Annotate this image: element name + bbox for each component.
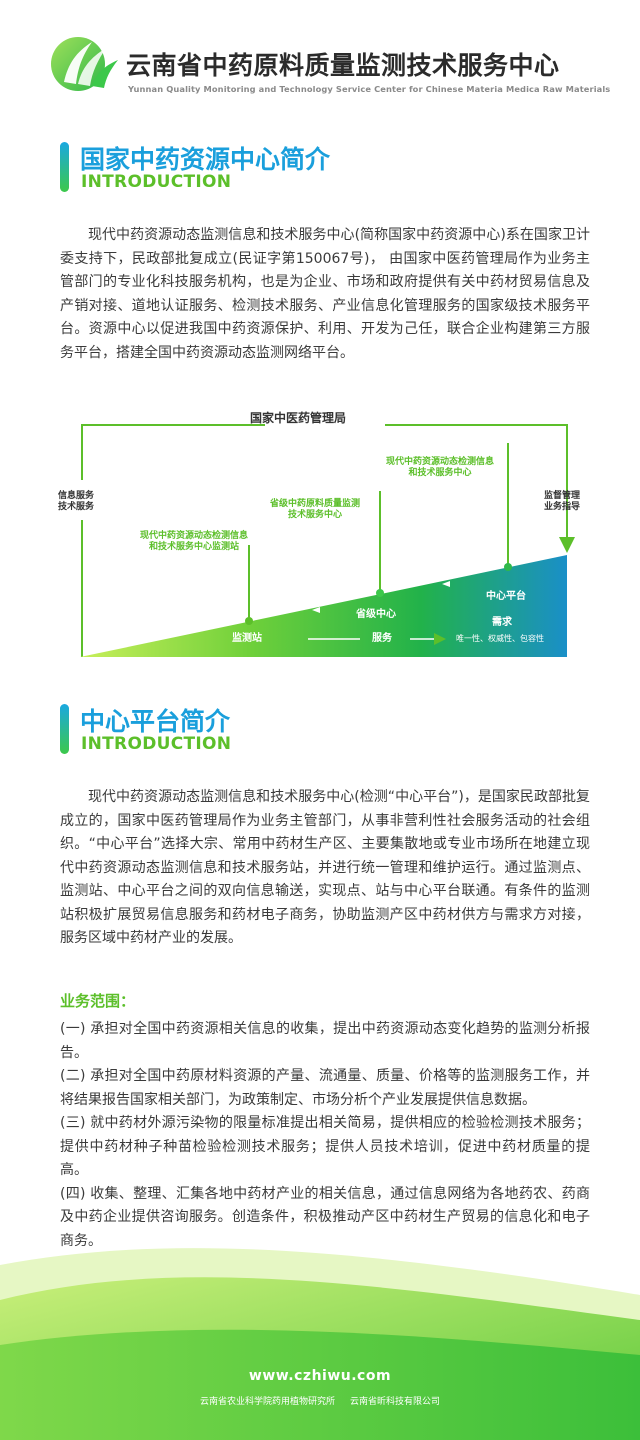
footer-wave-background [0,1248,640,1440]
scope-item: (二) 承担对全国中药原材料资源的产量、流通量、质量、价格等的监测服务工作，并将… [60,1068,590,1108]
diagram-graphic [80,424,575,657]
section2-title-en: INTRODUCTION [81,734,232,754]
scope-item: (三) 就中药材外源污染物的限量标准提出相关简易，提供相应的检验检测技术服务；提… [60,1115,590,1178]
diagram-node-provincial: 省级中心 [356,609,396,620]
org-name-en: Yunnan Quality Monitoring and Technology… [128,84,611,94]
section2-heading: 中心平台简介 INTRODUCTION [60,702,580,758]
section2-title-cn: 中心平台简介 [80,707,231,736]
diagram-top-label: 国家中医药管理局 [250,411,347,425]
diagram-node-platform: 中心平台 [486,591,526,602]
org-name-cn: 云南省中药原料质量监测技术服务中心 [126,51,560,80]
diagram-left-label: 信息服务 技术服务 [58,491,95,512]
diagram-demand-detail: 唯一性、权威性、包容性 [456,634,544,643]
section1-title-en: INTRODUCTION [81,172,232,192]
diagram-monitor-station: 现代中药资源动态检测信息 和技术服务中心监测站 [140,531,249,552]
section1-accent-bar [60,142,69,192]
footer-orgs: 云南省农业科学院药用植物研究所 云南省昕科技有限公司 [0,1394,640,1407]
page-header: 云南省中药原料质量监测技术服务中心 Yunnan Quality Monitor… [0,0,640,110]
scope-item: (一) 承担对全国中药资源相关信息的收集，提出中药资源动态变化趋势的监测分析报告… [60,1021,590,1061]
leaf-logo-icon [51,37,118,91]
footer-url[interactable]: www.czhiwu.com [248,1368,392,1384]
diagram-node-station: 监测站 [232,633,262,644]
diagram-national-center: 现代中药资源动态检测信息 和技术服务中心 [386,457,495,478]
diagram-provincial-center: 省级中药原料质量监测 技术服务中心 [270,499,361,520]
diagram-right-label: 监督管理 业务指导 [544,491,581,512]
section1-paragraph: 现代中药资源动态监测信息和技术服务中心(简称国家中药资源中心)系在国家卫计委支持… [60,227,590,361]
section1-title-cn: 国家中药资源中心简介 [80,145,331,174]
diagram-demand: 需求 [492,617,512,628]
scope-title: 业务范围： [60,992,136,1010]
node-station-dot [245,617,253,625]
node-provincial-dot [376,589,384,597]
scope-item: (四) 收集、整理、汇集各地中药材产业的相关信息，通过信息网络为各地药农、药商及… [60,1185,590,1249]
section2-accent-bar [60,704,69,754]
section1-heading: 国家中药资源中心简介 INTRODUCTION [60,140,580,196]
platform-wedge [80,555,567,657]
footer-org-1: 云南省农业科学院药用植物研究所 [200,1397,336,1407]
scope-list: (一) 承担对全国中药资源相关信息的收集，提出中药资源动态变化趋势的监测分析报告… [60,1018,590,1277]
structure-diagram: 国家中医药管理局 信息服务 技术服务 监督管理 业务指导 现代中药资源动态检测信… [0,395,640,665]
footer-org-2: 云南省昕科技有限公司 [349,1397,440,1407]
section2-paragraph: 现代中药资源动态监测信息和技术服务中心(检测“中心平台”)，是国家民政部批复成立… [60,789,590,946]
node-platform-dot [504,563,512,571]
diagram-service: 服务 [372,633,392,644]
